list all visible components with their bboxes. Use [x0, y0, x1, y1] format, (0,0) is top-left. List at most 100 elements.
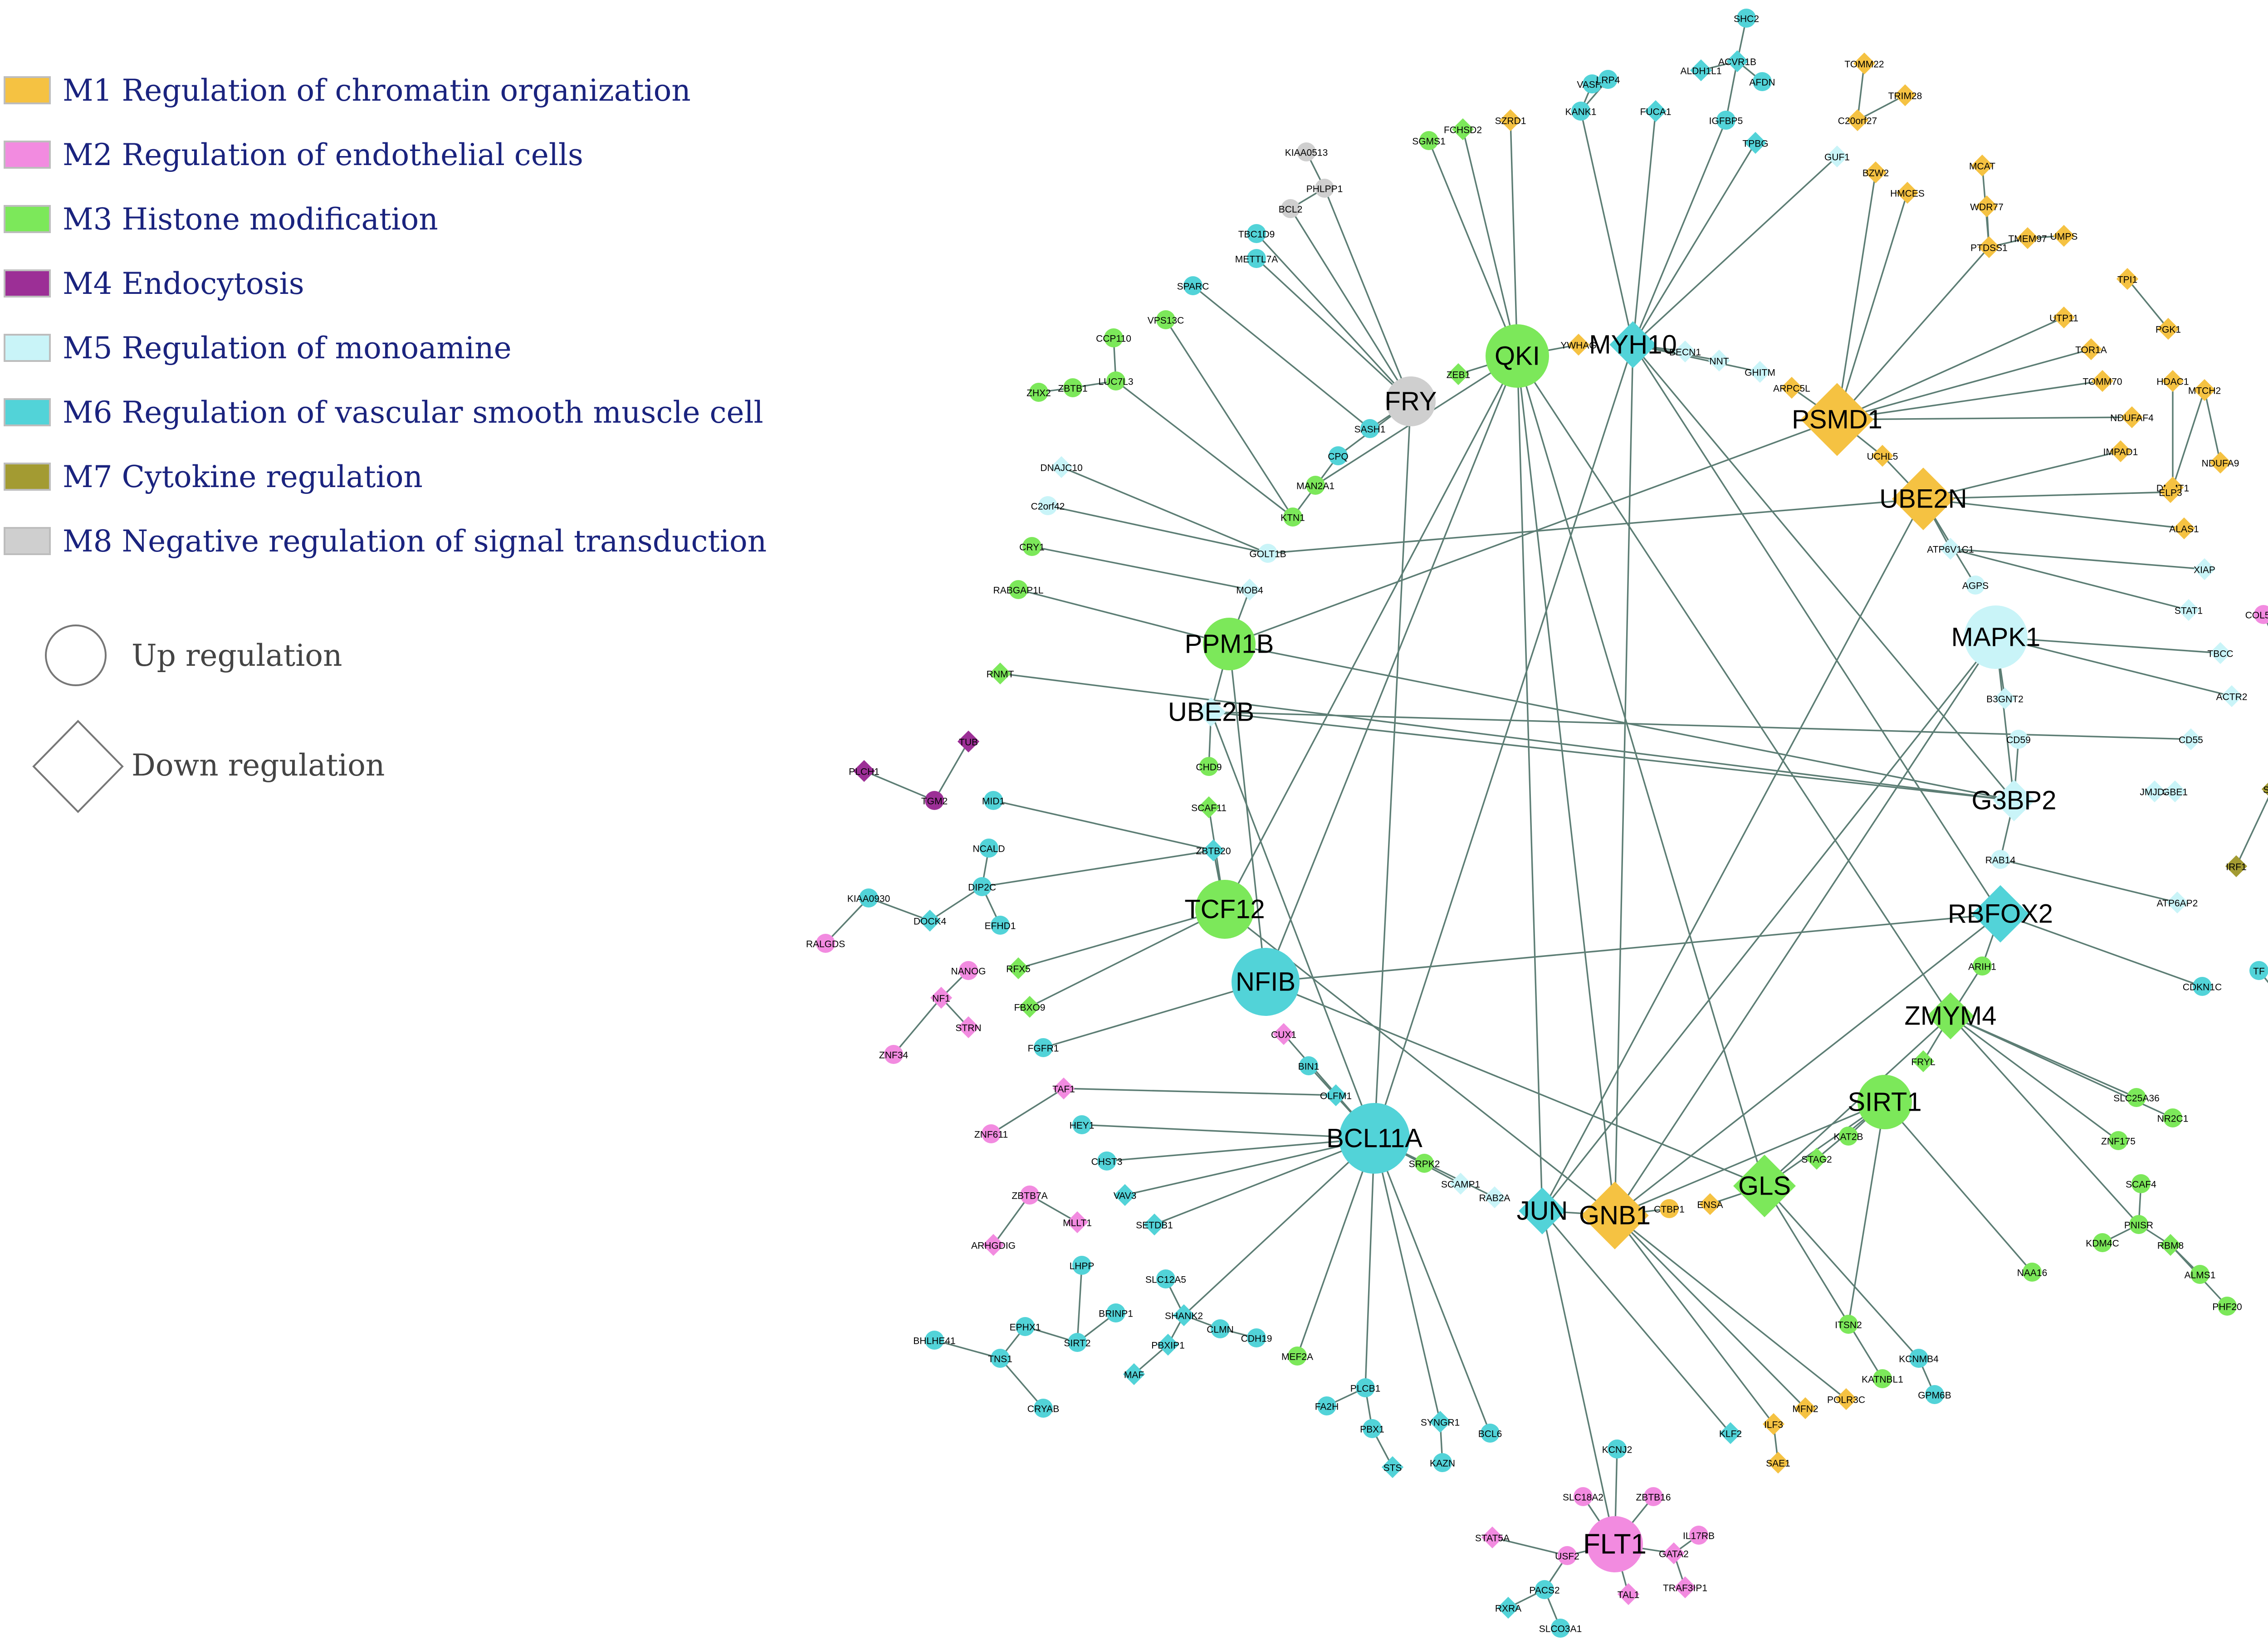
node-pbx1[interactable]: PBX1	[1360, 1419, 1384, 1438]
node-mef2a[interactable]: MEF2A	[1281, 1347, 1313, 1366]
node-bhlhe41[interactable]: BHLHE41	[913, 1331, 956, 1350]
node-taf1[interactable]: TAF1	[1052, 1077, 1075, 1100]
node-dnajc10[interactable]: DNAJC10	[1040, 456, 1083, 478]
node-ghitm[interactable]: GHITM	[1745, 361, 1775, 383]
node-zeb1[interactable]: ZEB1	[1447, 363, 1471, 385]
node-pbxip1[interactable]: PBXIP1	[1151, 1333, 1185, 1356]
node-sae1[interactable]: SAE1	[1766, 1451, 1790, 1474]
node-acvr1b[interactable]: ACVR1B	[1718, 50, 1756, 73]
node-tgm2[interactable]: TGM2	[921, 791, 948, 810]
node-tbcc[interactable]: TBCC	[2207, 642, 2234, 664]
node-tomm22[interactable]: TOMM22	[1844, 52, 1884, 75]
node-afdn[interactable]: AFDN	[1749, 72, 1775, 91]
node-ralgds[interactable]: RALGDS	[806, 934, 845, 953]
node-tns1[interactable]: TNS1	[988, 1349, 1012, 1368]
node-cpq[interactable]: CPQ	[1328, 446, 1349, 465]
node-dock4[interactable]: DOCK4	[914, 909, 947, 932]
node-gpm6b[interactable]: GPM6B	[1918, 1385, 1951, 1404]
node-qki[interactable]: QKI	[1486, 324, 1549, 388]
node-shc2[interactable]: SHC2	[1734, 9, 1759, 28]
node-uchl5[interactable]: UCHL5	[1867, 444, 1898, 467]
node-ube2b[interactable]: UBE2B	[1168, 698, 1254, 727]
node-stat5a[interactable]: STAT5A	[1475, 1526, 1510, 1549]
node-utp11[interactable]: UTP11	[2049, 306, 2078, 329]
node-chst3[interactable]: CHST3	[1091, 1151, 1123, 1171]
node-tcf12[interactable]: TCF12	[1184, 880, 1265, 939]
node-umps[interactable]: UMPS	[2050, 224, 2078, 247]
node-zbtb1[interactable]: ZBTB1	[1058, 378, 1088, 397]
node-pacs2[interactable]: PACS2	[1529, 1580, 1560, 1599]
node-ptdss1[interactable]: PTDSS1	[1970, 236, 2008, 259]
node-rbm8[interactable]: RBM8	[2157, 1234, 2184, 1256]
node-cd55[interactable]: CD55	[2179, 728, 2203, 751]
node-sirt2[interactable]: SIRT2	[1064, 1333, 1091, 1352]
node-flt1[interactable]: FLT1	[1583, 1516, 1647, 1572]
node-ktn1[interactable]: KTN1	[1281, 507, 1305, 527]
node-rabgap1l[interactable]: RABGAP1L	[993, 580, 1044, 599]
node-bzw2[interactable]: BZW2	[1862, 161, 1889, 184]
node-zmym4[interactable]: ZMYM4	[1905, 992, 1997, 1039]
node-elp3[interactable]: ELP3	[2159, 481, 2182, 503]
node-jun[interactable]: JUN	[1517, 1187, 1568, 1234]
node-b3gnt2[interactable]: B3GNT2	[1986, 687, 2024, 710]
node-polr3c[interactable]: POLR3C	[1827, 1388, 1865, 1410]
node-cry1[interactable]: CRY1	[1019, 537, 1045, 556]
node-strn[interactable]: STRN	[955, 1016, 982, 1039]
node-kank1[interactable]: KANK1	[1565, 102, 1597, 121]
node-olfm1[interactable]: OLFM1	[1320, 1084, 1352, 1107]
node-ncald[interactable]: NCALD	[973, 839, 1005, 858]
node-irf1[interactable]: IRF1	[2225, 855, 2248, 878]
node-pgk1[interactable]: PGK1	[2156, 317, 2181, 340]
node-sirt1[interactable]: SIRT1	[1848, 1075, 1922, 1129]
node-fa2h[interactable]: FA2H	[1315, 1396, 1339, 1415]
node-g3bp2[interactable]: G3BP2	[1972, 780, 2057, 821]
node-arhgdig[interactable]: ARHGDIG	[971, 1234, 1016, 1256]
node-bcl11a[interactable]: BCL11A	[1326, 1103, 1422, 1174]
node-traf3ip1[interactable]: TRAF3IP1	[1663, 1576, 1707, 1599]
node-mfn2[interactable]: MFN2	[1792, 1397, 1818, 1420]
node-slc18a2[interactable]: SLC18A2	[1563, 1487, 1603, 1506]
node-zbtb20[interactable]: ZBTB20	[1196, 839, 1231, 862]
node-cd59[interactable]: CD59	[2006, 730, 2031, 749]
node-srf[interactable]: SRF	[2261, 778, 2268, 800]
node-szrd1[interactable]: SZRD1	[1495, 109, 1526, 132]
node-impad1[interactable]: IMPAD1	[2103, 440, 2138, 463]
node-agps[interactable]: AGPS	[1962, 576, 1989, 595]
node-znf175[interactable]: ZNF175	[2101, 1131, 2136, 1150]
node-man2a1[interactable]: MAN2A1	[1296, 476, 1334, 495]
node-rab14[interactable]: RAB14	[1985, 850, 2016, 869]
node-fryl[interactable]: FRYL	[1911, 1050, 1936, 1073]
node-mob4[interactable]: MOB4	[1236, 578, 1263, 601]
node-slco3a1[interactable]: SLCO3A1	[1539, 1619, 1582, 1638]
node-pnisr[interactable]: PNISR	[2124, 1215, 2153, 1234]
node-lrp4[interactable]: LRP4	[1596, 70, 1620, 89]
node-kat2b[interactable]: KAT2B	[1834, 1127, 1863, 1146]
node-c2orf42[interactable]: C2orf42	[1031, 496, 1065, 515]
node-mcat[interactable]: MCAT	[1969, 154, 1995, 177]
node-setdb1[interactable]: SETDB1	[1136, 1213, 1173, 1236]
node-phlpp1[interactable]: PHLPP1	[1306, 179, 1343, 198]
node-ube2n[interactable]: UBE2N	[1879, 468, 1967, 530]
node-tpbg[interactable]: TPBG	[1742, 132, 1769, 154]
node-hey1[interactable]: HEY1	[1070, 1115, 1095, 1134]
node-nf1[interactable]: NF1	[930, 986, 953, 1009]
node-arih1[interactable]: ARIH1	[1968, 956, 1996, 976]
node-scaf4[interactable]: SCAF4	[2126, 1174, 2156, 1193]
node-tf[interactable]: TF	[2249, 961, 2268, 980]
node-aldh1l1[interactable]: ALDH1L1	[1680, 59, 1722, 82]
node-shank2[interactable]: SHANK2	[1165, 1304, 1203, 1327]
node-bcl2[interactable]: BCL2	[1279, 199, 1303, 218]
node-nr2c1[interactable]: NR2C1	[2157, 1108, 2189, 1127]
node-psmd1[interactable]: PSMD1	[1792, 383, 1882, 456]
node-ccp110[interactable]: CCP110	[1096, 328, 1131, 347]
node-scamp1[interactable]: SCAMP1	[1441, 1172, 1480, 1195]
node-hdac1[interactable]: HDAC1	[2156, 370, 2189, 392]
node-xiap[interactable]: XIAP	[2193, 558, 2216, 581]
node-klf2[interactable]: KLF2	[1719, 1422, 1742, 1444]
node-cdkn1c[interactable]: CDKN1C	[2183, 977, 2222, 996]
node-actr2[interactable]: ACTR2	[2216, 685, 2248, 707]
node-igfbp5[interactable]: IGFBP5	[1709, 111, 1743, 130]
node-kcnj2[interactable]: KCNJ2	[1602, 1439, 1633, 1459]
node-scaf11[interactable]: SCAF11	[1191, 796, 1227, 819]
node-nanog[interactable]: NANOG	[951, 961, 986, 980]
